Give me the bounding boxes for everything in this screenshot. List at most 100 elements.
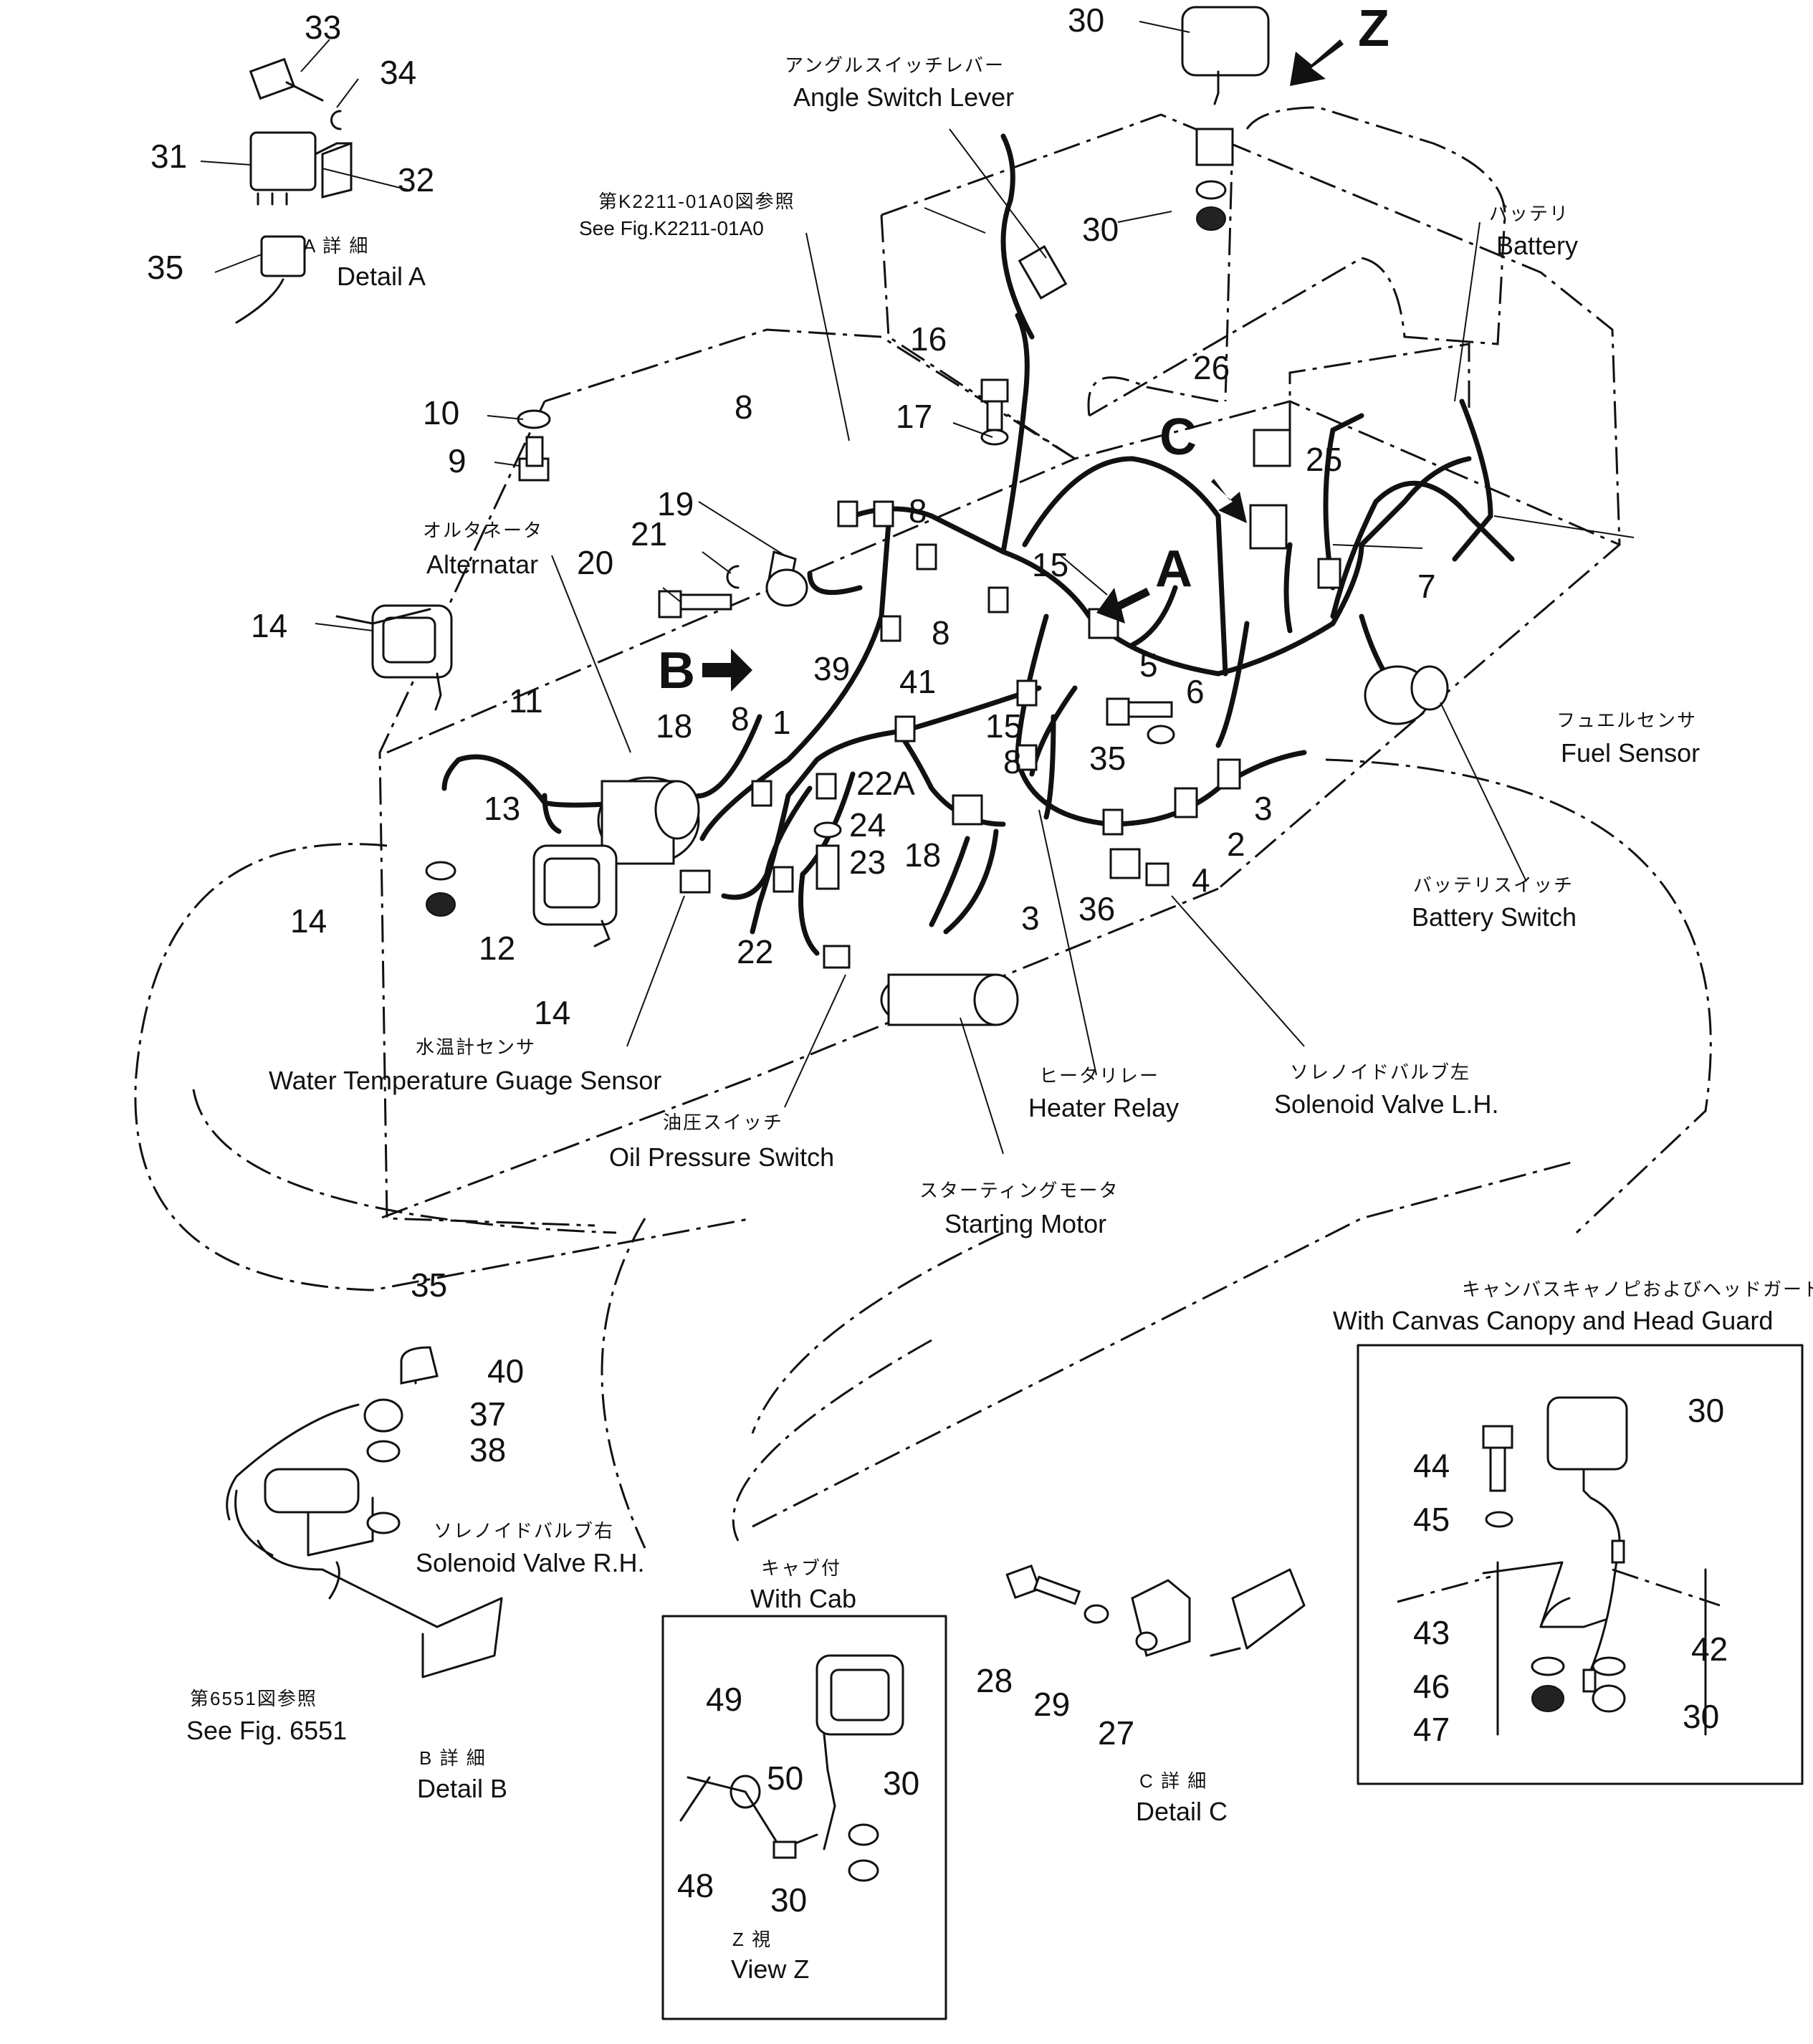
wire-harness	[441, 133, 1515, 956]
canopy-variant-en: With Canvas Canopy and Head Guard	[1333, 1306, 1774, 1335]
part-number: 46	[1413, 1668, 1450, 1705]
part-number: 26	[1193, 349, 1230, 386]
detail-b-drawing	[226, 1346, 503, 1678]
canopy-variant-ja: キャンバスキャノピおよびヘッドガード付	[1462, 1279, 1813, 1300]
part-number: 14	[251, 607, 288, 644]
part-number: 38	[469, 1431, 507, 1468]
part-number: 21	[631, 515, 668, 553]
part-number: 35	[1089, 740, 1126, 777]
heater-relay-en: Heater Relay	[1028, 1093, 1180, 1122]
view-letter-b: B	[658, 642, 695, 699]
canopy-detail-box	[1357, 1344, 1804, 1785]
part-number: 15	[1032, 546, 1069, 583]
lamp-z-top	[1181, 6, 1270, 231]
detail-c-en: Detail C	[1136, 1797, 1228, 1826]
battery-en: Battery	[1496, 231, 1579, 260]
detail-c-drawing	[1005, 1564, 1306, 1657]
part-number: 18	[904, 836, 942, 874]
part-number: 47	[1413, 1711, 1450, 1748]
detail-b-en: Detail B	[417, 1774, 508, 1803]
part-number: 11	[509, 682, 543, 720]
part-number: 25	[1306, 441, 1343, 478]
part-number: 5	[1139, 646, 1158, 684]
harness-clamps	[751, 500, 1341, 893]
part-number: 3	[1254, 790, 1273, 827]
part-number: 30	[1082, 211, 1119, 248]
part-number: 3	[1021, 899, 1040, 937]
part-number: 1	[772, 704, 791, 741]
part-number: 30	[1068, 1, 1105, 39]
cab-detail-box	[661, 1615, 947, 2020]
part-number: 37	[469, 1395, 507, 1433]
cab-variant-ja: キャブ付	[761, 1557, 842, 1579]
part-number: 20	[577, 544, 614, 581]
part-number: 30	[1688, 1392, 1725, 1429]
detail-c-ja: C 詳 細	[1139, 1770, 1208, 1792]
part-number: 17	[896, 398, 933, 435]
part-number: 32	[398, 161, 435, 199]
part-number: 44	[1413, 1447, 1450, 1484]
starting-motor	[880, 973, 1019, 1026]
angle-switch-lever-ja: アングルスイッチレバー	[785, 54, 1005, 76]
part-number: 9	[448, 442, 467, 479]
part-number: 8	[909, 492, 927, 530]
battery-ja: バッテリ	[1489, 203, 1570, 224]
part-number: 39	[813, 650, 851, 687]
view-z-en: View Z	[731, 1954, 810, 1984]
part-number: 49	[706, 1681, 743, 1718]
part-number: 8	[932, 614, 950, 651]
heater-relay-ja: ヒータリレー	[1039, 1065, 1160, 1087]
part-number: 15	[985, 707, 1023, 745]
angle-switch-lever-en: Angle Switch Lever	[793, 82, 1015, 112]
part-number: 13	[484, 790, 521, 827]
solenoid-lh-en: Solenoid Valve L.H.	[1274, 1089, 1499, 1119]
solenoid-valve-lh	[1109, 848, 1169, 887]
part-number: 43	[1413, 1614, 1450, 1651]
solenoid-rh-ja: ソレノイドバルブ右	[434, 1520, 615, 1542]
part-number: 31	[150, 138, 188, 175]
ref-k2211-en: See Fig.K2211-01A0	[579, 217, 764, 239]
part-number: 8	[731, 700, 750, 737]
oil-pressure-switch-part	[823, 945, 851, 969]
part-number: 42	[1691, 1630, 1728, 1668]
view-arrows	[702, 39, 1344, 692]
part-number: 35	[147, 249, 184, 286]
detail-a-drawing	[235, 57, 353, 324]
part-number: 8	[735, 388, 753, 426]
part-number: 30	[883, 1764, 920, 1802]
part-number: 7	[1417, 568, 1436, 605]
part-number: 29	[1033, 1686, 1071, 1723]
part-number: 4	[1192, 861, 1210, 899]
part-number: 18	[656, 707, 693, 745]
view-letter-a: A	[1155, 540, 1192, 598]
oil-pressure-switch-en: Oil Pressure Switch	[609, 1142, 835, 1172]
part-number: 22	[737, 933, 774, 970]
part-number: 35	[411, 1266, 448, 1304]
ref-6551-en: See Fig. 6551	[186, 1716, 348, 1745]
part-number: 27	[1098, 1714, 1135, 1752]
water-temp-sensor-en: Water Temperature Guage Sensor	[269, 1066, 662, 1095]
alternator-en: Alternatar	[426, 550, 539, 579]
battery-switch-en: Battery Switch	[1412, 902, 1577, 932]
part-number: 28	[976, 1662, 1013, 1699]
machine-outline	[134, 106, 1712, 1549]
oil-pressure-switch-ja: 油圧スイッチ	[663, 1112, 784, 1133]
leader-lines	[200, 21, 1635, 1155]
part-number: 40	[487, 1352, 525, 1390]
part-number: 45	[1413, 1501, 1450, 1538]
ref-6551-ja: 第6551図参照	[190, 1688, 317, 1709]
part-number: 41	[899, 663, 937, 700]
fuel-sensor-ja: フュエルセンサ	[1556, 710, 1698, 731]
part-number: 14	[290, 902, 327, 940]
solenoid-rh-en: Solenoid Valve R.H.	[416, 1548, 645, 1577]
fuel-sensor	[1364, 665, 1449, 725]
starting-motor-ja: スターティングモータ	[919, 1180, 1119, 1201]
part-number: 10	[423, 394, 460, 431]
bolts-center	[425, 378, 1175, 917]
battery-switch-ja: バッテリスイッチ	[1413, 874, 1574, 896]
part-number: 19	[657, 485, 694, 522]
part-number: 12	[479, 930, 516, 967]
part-number: 14	[534, 994, 571, 1031]
cab-variant-en: With Cab	[750, 1584, 857, 1613]
